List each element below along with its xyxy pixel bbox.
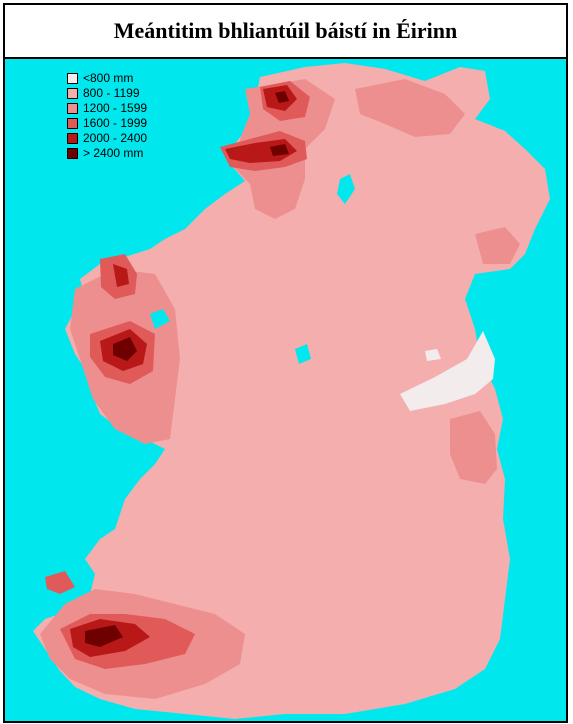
zone-under-800-small bbox=[425, 349, 441, 361]
legend-label: 800 - 1199 bbox=[83, 86, 140, 100]
zone-over-2400-connemara bbox=[113, 337, 137, 361]
zone-2000-2400-sligo bbox=[225, 139, 297, 163]
map-frame: Meántitim bhliantúil báistí in Éirinn bbox=[3, 3, 568, 723]
zone-over-2400-sligo bbox=[270, 144, 289, 156]
zone-1200-1599-east bbox=[450, 411, 497, 484]
legend-swatch bbox=[67, 133, 78, 144]
zone-1200-1599-north bbox=[355, 79, 465, 137]
legend-label: <800 mm bbox=[83, 71, 134, 85]
zone-2000-2400-mayo bbox=[113, 264, 129, 287]
legend-label: > 2400 mm bbox=[83, 146, 144, 160]
legend-label: 1600 - 1999 bbox=[83, 116, 148, 130]
legend-label: 1200 - 1599 bbox=[83, 101, 148, 115]
legend-swatch bbox=[67, 73, 78, 84]
legend-item: <800 mm bbox=[67, 71, 147, 86]
legend-swatch bbox=[67, 88, 78, 99]
map-title: Meántitim bhliantúil báistí in Éirinn bbox=[113, 18, 458, 43]
zone-under-800 bbox=[400, 331, 495, 411]
legend-item: 1600 - 1999 bbox=[67, 116, 147, 131]
lake-central bbox=[295, 344, 311, 364]
title-bar: Meántitim bhliantúil báistí in Éirinn bbox=[5, 5, 566, 59]
legend-swatch bbox=[67, 148, 78, 159]
legend-item: > 2400 mm bbox=[67, 146, 147, 161]
zone-over-2400-kerry bbox=[85, 625, 123, 647]
lake-west bbox=[150, 309, 170, 329]
legend-item: 2000 - 2400 bbox=[67, 131, 147, 146]
lake-north bbox=[337, 174, 355, 204]
legend-swatch bbox=[67, 103, 78, 114]
legend-label: 2000 - 2400 bbox=[83, 131, 148, 145]
zone-1200-1599-northeast bbox=[475, 227, 520, 264]
map-area: <800 mm 800 - 1199 1200 - 1599 1600 - 19… bbox=[5, 59, 566, 721]
legend-item: 800 - 1199 bbox=[67, 86, 147, 101]
legend-item: 1200 - 1599 bbox=[67, 101, 147, 116]
legend-swatch bbox=[67, 118, 78, 129]
ireland-rainfall-map bbox=[33, 63, 550, 719]
zone-1600-1999-dingle bbox=[45, 571, 75, 594]
zone-over-2400-donegal bbox=[275, 91, 289, 103]
ireland-landmass bbox=[33, 63, 550, 719]
legend: <800 mm 800 - 1199 1200 - 1599 1600 - 19… bbox=[67, 71, 147, 161]
